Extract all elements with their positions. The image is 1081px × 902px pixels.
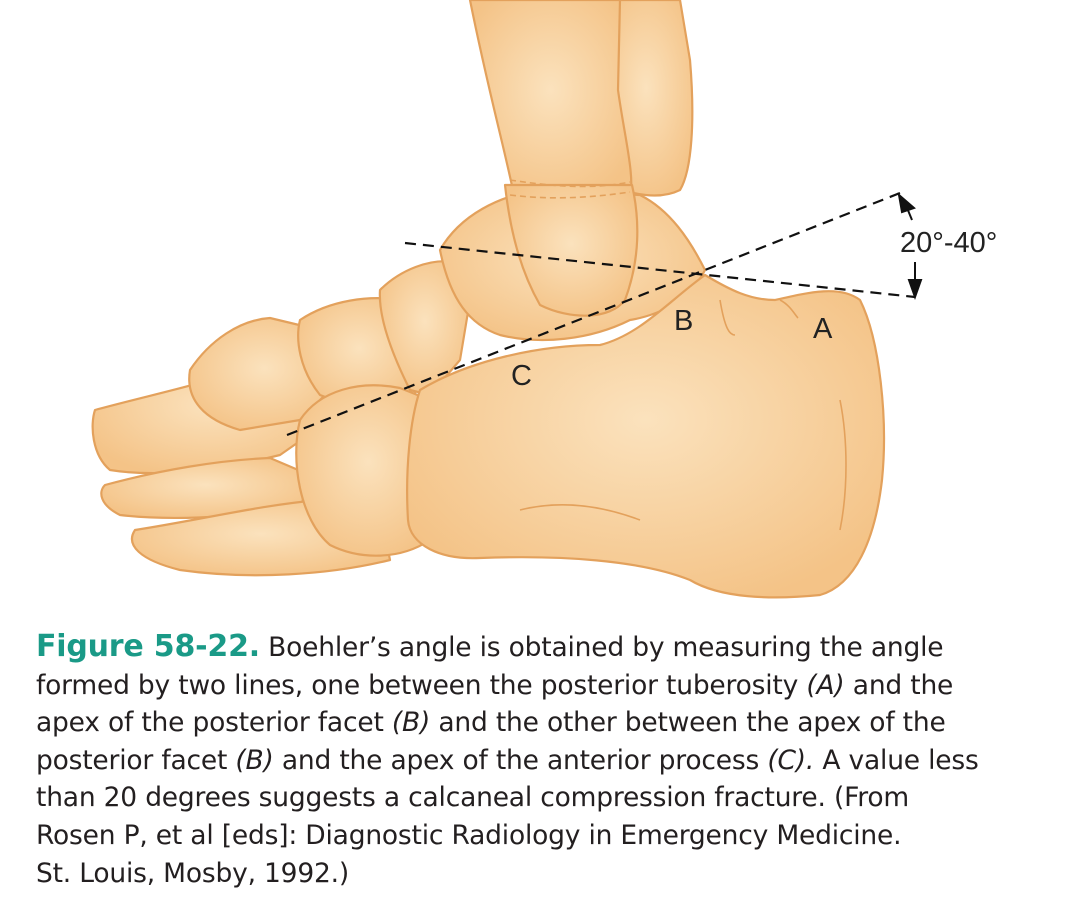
caption-text: and the apex of the anterior process bbox=[273, 744, 768, 776]
line-anterior-process bbox=[286, 191, 901, 437]
line-posterior-tuberosity bbox=[404, 241, 916, 299]
caption-text: Boehler’s angle is obtained by measuring… bbox=[259, 632, 944, 663]
caption-line: apex of the posterior facet (B) and the … bbox=[36, 704, 1076, 742]
caption-ref: (C). bbox=[767, 744, 815, 776]
caption-ref: (A) bbox=[806, 669, 845, 701]
calcaneus-bone bbox=[406, 273, 886, 599]
caption-text: apex of the posterior facet bbox=[36, 707, 392, 739]
caption-text: posterior facet bbox=[36, 744, 236, 776]
caption-text: formed by two lines, one between the pos… bbox=[36, 669, 807, 701]
caption-line: than 20 degrees suggests a calcaneal com… bbox=[36, 782, 909, 814]
foot-illustration: 20°-40° B A C bbox=[91, 0, 997, 599]
caption-text: and the bbox=[844, 669, 954, 701]
caption-text: and the other between the apex of the bbox=[430, 707, 946, 739]
label-c: C bbox=[511, 360, 532, 392]
label-a: A bbox=[813, 313, 833, 345]
caption-line: formed by two lines, one between the pos… bbox=[36, 667, 1076, 705]
label-b: B bbox=[674, 305, 693, 337]
figure-number: Figure 58-22. bbox=[36, 629, 260, 664]
caption-line: Rosen P, et al [eds]: Diagnostic Radiolo… bbox=[36, 819, 902, 851]
caption-ref: (B) bbox=[235, 744, 274, 776]
caption-ref: (B) bbox=[391, 707, 431, 739]
figure-caption: Figure 58-22. Boehler’s angle is obtaine… bbox=[36, 628, 1076, 892]
caption-text: A value less bbox=[814, 744, 979, 776]
caption-line: posterior facet (B) and the apex of the … bbox=[36, 742, 1076, 780]
caption-line: St. Louis, Mosby, 1992.) bbox=[36, 857, 350, 889]
tibia-bone bbox=[468, 0, 633, 202]
angle-range-label: 20°-40° bbox=[900, 227, 997, 259]
angle-arrows bbox=[897, 192, 923, 301]
